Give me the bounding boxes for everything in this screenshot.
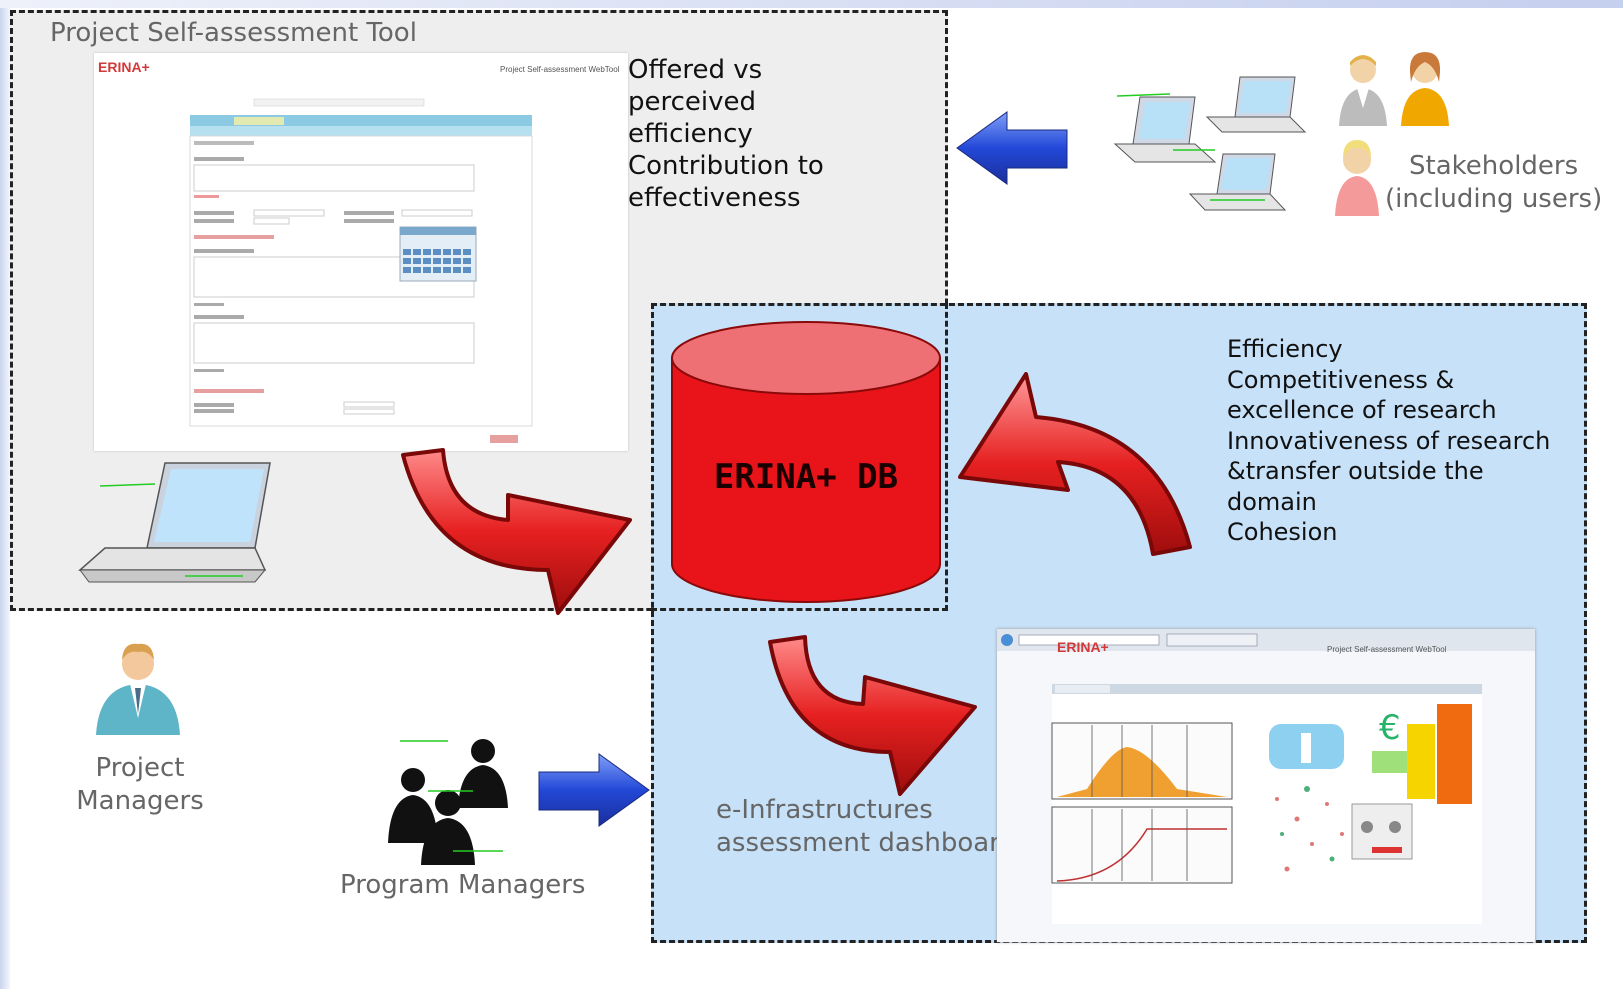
program-managers-icon bbox=[388, 739, 508, 865]
assessment-metrics-text: Efficiency Competitiveness & excellence … bbox=[1227, 335, 1551, 546]
erina-database-icon bbox=[671, 321, 941, 603]
arrow-right-blue-icon bbox=[538, 753, 650, 827]
dashboard-screenshot-logo: ERINA+ bbox=[1057, 639, 1109, 655]
arrow-red-dashboard-to-db-icon bbox=[958, 372, 1192, 556]
dashboard-screenshot: € ERINA+ Project Self-assessment WebTool bbox=[997, 629, 1535, 942]
project-managers-label: Project Managers bbox=[76, 753, 204, 816]
e-infrastructures-dashboard-label: e-Infrastructures assessment dashboard bbox=[716, 795, 1016, 858]
dashboard-screenshot-drawing: € bbox=[997, 629, 1535, 924]
project-manager-laptop-icon bbox=[78, 462, 271, 583]
self-assessment-tool-screenshot: ERINA+ Project Self-assessment WebTool bbox=[94, 53, 628, 451]
background-strip-top bbox=[0, 0, 1623, 8]
program-managers-label: Program Managers bbox=[340, 870, 586, 900]
background-strip-left bbox=[0, 0, 10, 989]
project-manager-icon bbox=[96, 643, 180, 735]
box-overlap-outline bbox=[651, 303, 948, 611]
arrow-red-tool-to-db-icon bbox=[401, 448, 632, 615]
stakeholder-people-icon bbox=[1335, 52, 1449, 216]
offered-vs-perceived-text: Offered vs perceived efficiency Contribu… bbox=[628, 55, 824, 213]
screenshot-form-drawing bbox=[189, 98, 533, 443]
screenshot-logo: ERINA+ bbox=[98, 59, 150, 75]
erina-db-label: ERINA+ DB bbox=[713, 457, 899, 497]
arrow-red-db-to-dashboard-icon bbox=[768, 635, 977, 796]
stakeholders-label: Stakeholders (including users) bbox=[1385, 151, 1603, 214]
stakeholder-laptops-icon bbox=[1113, 76, 1307, 211]
dashboard-screenshot-header: Project Self-assessment WebTool bbox=[1327, 645, 1447, 654]
screenshot-header: Project Self-assessment WebTool bbox=[500, 65, 620, 74]
svg-text:€: € bbox=[1379, 708, 1401, 748]
arrow-left-blue-icon bbox=[956, 111, 1068, 185]
self-assessment-tool-title: Project Self-assessment Tool bbox=[50, 18, 417, 48]
